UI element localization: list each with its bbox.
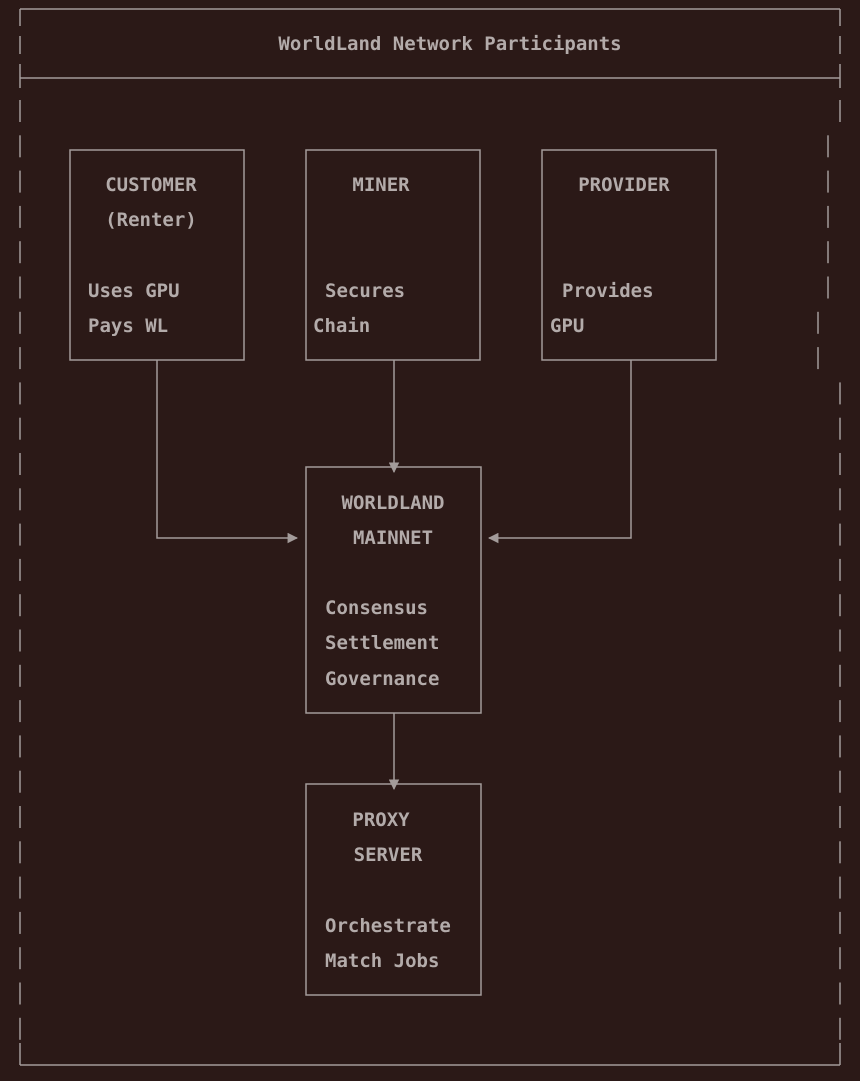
mainnet-label-3: Consensus <box>325 597 428 619</box>
proxy-label-4: Match Jobs <box>325 950 439 972</box>
diagram-title: WorldLand Network Participants <box>278 33 621 55</box>
miner-node <box>305 149 481 361</box>
customer-label-2: (Renter) <box>105 209 197 231</box>
edge-provider-to-mainnet <box>487 360 632 544</box>
customer-label-4: Pays WL <box>88 315 168 337</box>
outer-side-segments <box>19 100 841 1040</box>
provider-label-3: GPU <box>550 315 584 337</box>
mainnet-label-1: WORLDLAND <box>342 492 445 514</box>
mainnet-label-5: Governance <box>325 668 439 690</box>
customer-label-1: CUSTOMER <box>105 174 197 196</box>
mainnet-label-4: Settlement <box>325 632 439 654</box>
proxy-label-1: PROXY <box>352 809 410 831</box>
miner-label-2: Secures <box>325 280 405 302</box>
edge-customer-to-mainnet <box>156 360 299 544</box>
proxy-label-3: Orchestrate <box>325 915 451 937</box>
outer-frame <box>19 8 841 1066</box>
miner-label-1: MINER <box>352 174 410 196</box>
provider-node <box>541 149 717 361</box>
provider-label-1: PROVIDER <box>578 174 670 196</box>
miner-label-3: Chain <box>313 315 370 337</box>
customer-label-3: Uses GPU <box>88 280 180 302</box>
mainnet-label-2: MAINNET <box>353 527 433 549</box>
provider-label-2: Provides <box>562 280 654 302</box>
proxy-label-2: SERVER <box>354 844 423 866</box>
